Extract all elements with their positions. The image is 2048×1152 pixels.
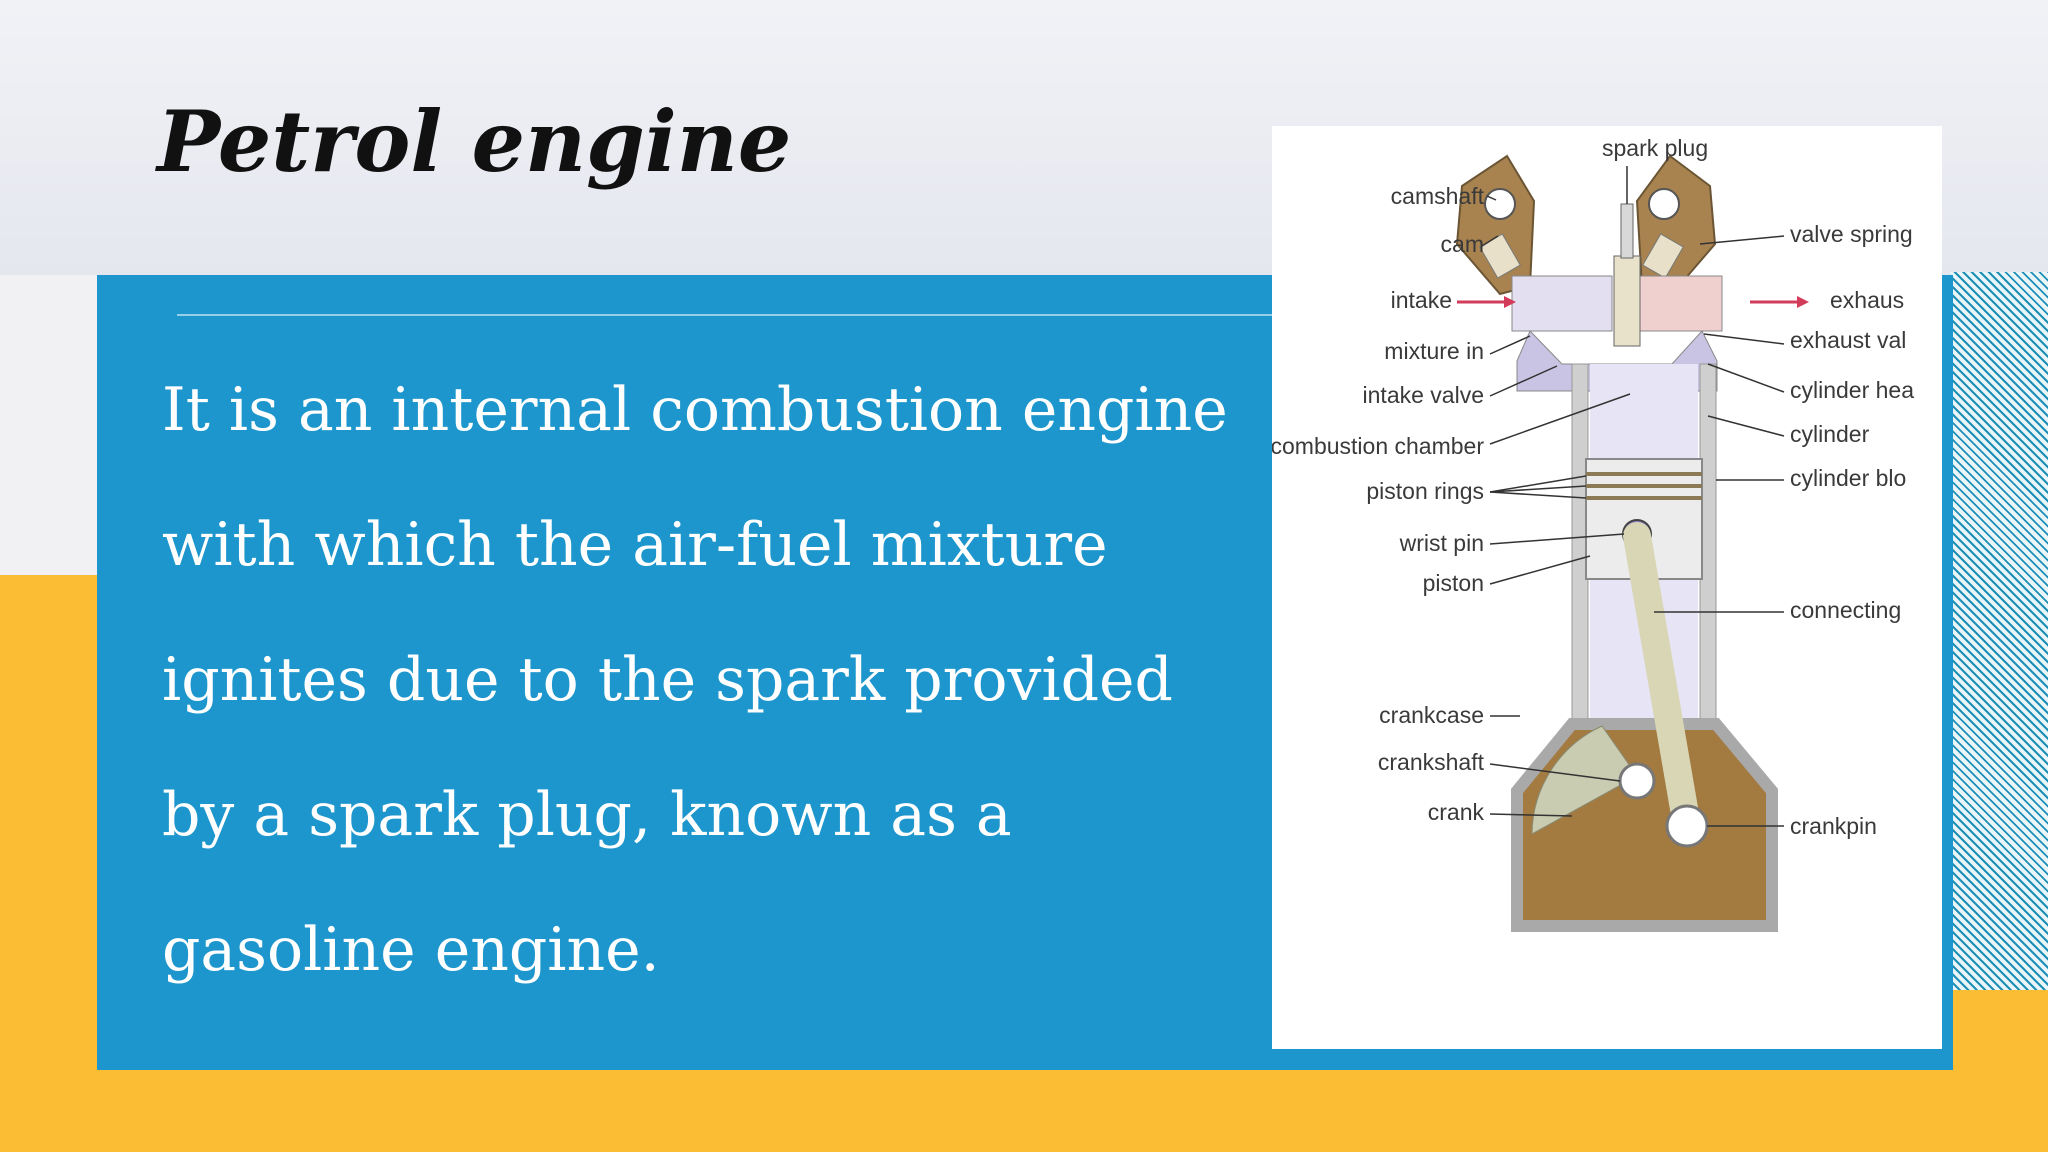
hatch-pattern	[1950, 272, 2048, 990]
label-spark-plug: spark plug	[1602, 135, 1708, 161]
intake-arrowhead	[1504, 296, 1516, 308]
spark-plug-body	[1613, 255, 1641, 347]
label-mixture-in: mixture in	[1384, 338, 1484, 364]
label-intake-valve: intake valve	[1363, 382, 1484, 408]
label-crank: crank	[1428, 799, 1485, 825]
label-piston-rings: piston rings	[1366, 478, 1484, 504]
bottom-accent-yellow	[0, 1070, 2048, 1152]
label-cylinder: cylinder	[1790, 421, 1870, 447]
label-intake: intake	[1391, 287, 1452, 313]
right-accent-yellow	[1950, 990, 2048, 1080]
leader-lines	[1481, 166, 1785, 827]
label-combustion-chamber: combustion chamber	[1272, 433, 1484, 459]
engine-diagram-svg: spark plug camshaft cam intake mixture i…	[1272, 135, 1914, 932]
left-cam-circle	[1484, 188, 1516, 220]
crank-counterweight	[1531, 725, 1638, 835]
label-exhaust: exhaus	[1830, 287, 1904, 313]
spark-plug-tip	[1620, 203, 1634, 259]
exhaust-arrowhead	[1797, 296, 1809, 308]
slide-title: Petrol engine	[157, 92, 792, 191]
label-cylinder-head: cylinder hea	[1790, 377, 1914, 403]
right-cam-circle	[1648, 188, 1680, 220]
left-accent-yellow	[0, 575, 98, 1152]
crankcase-shape	[1511, 718, 1778, 932]
label-crankshaft: crankshaft	[1378, 749, 1485, 775]
right-cam-housing	[1635, 154, 1717, 296]
label-wrist-pin: wrist pin	[1399, 530, 1484, 556]
connecting-rod-shape	[1623, 522, 1701, 840]
label-camshaft: camshaft	[1391, 183, 1485, 209]
slide-body-text: It is an internal combustion engine with…	[162, 375, 1228, 985]
crankpin-circle	[1665, 804, 1709, 848]
label-connecting-rod: connecting	[1790, 597, 1901, 623]
label-piston: piston	[1423, 570, 1484, 596]
engine-diagram: spark plug camshaft cam intake mixture i…	[1272, 126, 1942, 1049]
label-cylinder-block: cylinder blo	[1790, 465, 1906, 491]
right-valve-spring-shape	[1642, 233, 1684, 279]
crankshaft-circle	[1618, 762, 1656, 800]
divider-line	[177, 314, 1277, 316]
left-accent-grey	[0, 275, 98, 575]
label-crankpin: crankpin	[1790, 813, 1877, 839]
label-valve-spring: valve spring	[1790, 221, 1913, 247]
label-exhaust-valve: exhaust val	[1790, 327, 1906, 353]
label-cam: cam	[1441, 231, 1484, 257]
intake-port	[1511, 275, 1613, 332]
label-crankcase: crankcase	[1379, 702, 1484, 728]
